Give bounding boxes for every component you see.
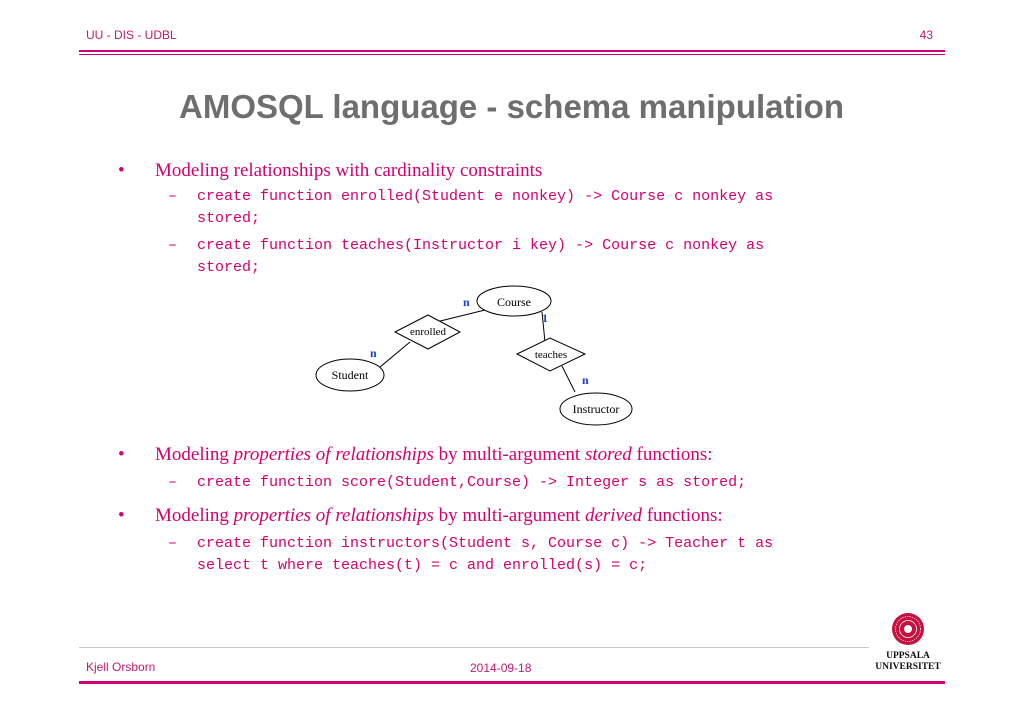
cardinality-student: n (370, 346, 377, 360)
bullet-2-suffix: functions: (631, 444, 713, 465)
bullet-2-mid: by multi-argument (433, 444, 585, 465)
code-teaches: create function teaches(Instructor i key… (197, 237, 765, 276)
relationship-teaches-label: teaches (535, 349, 567, 361)
sub-dash: – (168, 237, 178, 254)
sub-dash: – (168, 474, 178, 491)
slide-title: AMOSQL language - schema manipulation (179, 88, 844, 125)
header-rule-thin (79, 54, 945, 55)
bullet-3-mid: by multi-argument (433, 505, 585, 526)
relationship-enrolled-label: enrolled (410, 326, 447, 338)
bullet-marker: • (118, 444, 125, 465)
page-number: 43 (919, 28, 933, 42)
code-enrolled: create function enrolled(Student e nonke… (197, 188, 774, 227)
bullet-marker: • (118, 160, 125, 181)
logo-text-line1: UPPSALA (886, 651, 930, 661)
relationship-enrolled (393, 314, 462, 350)
bullet-3-em1: properties of relationships (233, 505, 434, 526)
bullet-3-em2: derived (584, 505, 642, 526)
bullet-marker: • (118, 505, 125, 526)
bullet-1-text: Modeling relationships with cardinality … (155, 160, 543, 181)
entity-student-label: Student (332, 368, 369, 382)
footer-author: Kjell Orsborn (86, 660, 156, 674)
relationship-teaches (515, 337, 587, 372)
bullet-2-em2: stored (584, 444, 632, 465)
entity-instructor-label: Instructor (573, 402, 620, 416)
er-diagram: Course Student Instructor enrolled teach… (315, 285, 633, 426)
header-course: UU - DIS - UDBL (86, 28, 177, 42)
sub-dash: – (168, 188, 178, 205)
bullet-3-suffix: functions: (641, 505, 723, 526)
entity-course (476, 285, 552, 317)
header-rule (79, 50, 945, 52)
uppsala-logo: UPPSALA UNIVERSITET (875, 613, 941, 672)
footer-rule-thin (79, 647, 869, 648)
cardinality-course-teaches: 1 (542, 311, 548, 325)
entity-student (315, 358, 385, 392)
line-enrolled-student (379, 341, 411, 368)
footer-rule (79, 681, 945, 684)
footer-date: 2014-09-18 (470, 661, 532, 675)
bullet-3-prefix: Modeling (155, 505, 234, 526)
cardinality-instructor: n (582, 373, 589, 387)
logo-text-line2: UNIVERSITET (875, 662, 941, 672)
sub-dash: – (168, 535, 178, 552)
code-score: create function score(Student,Course) ->… (197, 474, 747, 491)
bullet-2-prefix: Modeling (155, 444, 234, 465)
line-teaches-instructor (561, 365, 576, 393)
line-course-teaches (541, 311, 546, 343)
bullet-2-text: Modeling properties of relationships by … (155, 444, 713, 466)
bullet-3-text: Modeling properties of relationships by … (155, 505, 723, 527)
code-instructors: create function instructors(Student s, C… (197, 535, 774, 574)
bullet-2-em1: properties of relationships (233, 444, 434, 465)
cardinality-course-enrolled: n (463, 295, 470, 309)
entity-instructor (559, 392, 633, 426)
entity-course-label: Course (497, 295, 531, 309)
